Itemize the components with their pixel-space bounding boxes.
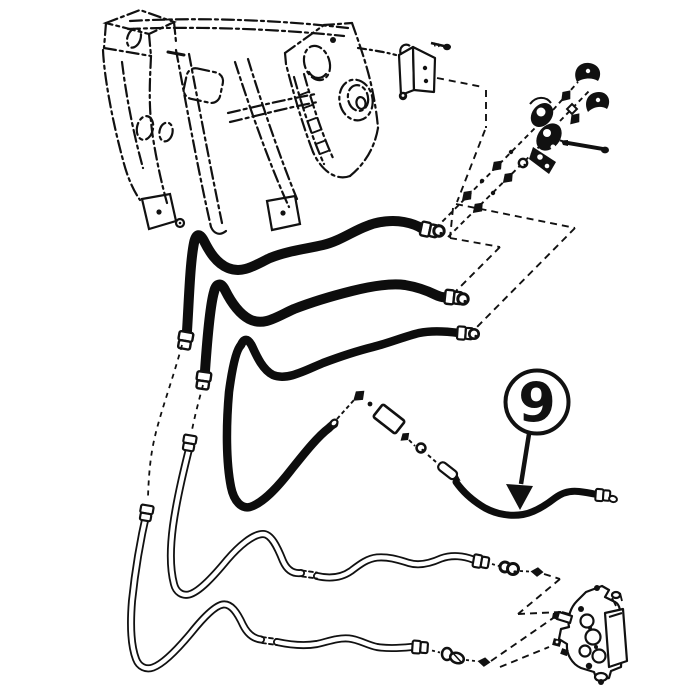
hose-tip-fitting: [329, 418, 339, 428]
hose-lower-right-branch: [236, 327, 464, 381]
steel-tube-lower: [127, 507, 415, 673]
coupler-body: [529, 96, 562, 174]
callout-9: 9: [503, 368, 571, 510]
valve-side-plate: [603, 607, 629, 669]
callout-arrow-line: [518, 433, 532, 485]
control-valve: [552, 584, 629, 685]
tube-lower-fittings: [431, 646, 492, 668]
callout-circle: [503, 368, 571, 436]
frame-center-foot: [265, 194, 302, 232]
callout-label: 9: [518, 371, 556, 434]
bracket-washer: [398, 91, 408, 101]
hydraulic-hoses: [182, 216, 464, 512]
frame-right-tower: [283, 21, 380, 179]
frame-cutout: [182, 67, 225, 105]
callout-arrowhead: [506, 484, 533, 510]
item9-hose: [452, 478, 601, 519]
bracket-screw: [430, 41, 451, 51]
frame-left-tower: [101, 48, 142, 202]
tube-upper-fittings: [491, 560, 544, 578]
hose-end-fitting: [175, 329, 195, 352]
hose-lower-loop: [222, 340, 339, 512]
mounting-bracket: [397, 41, 451, 101]
steel-tube-upper: [166, 437, 477, 599]
hose-leader-lines: [147, 344, 204, 498]
hose-coupler-fitting: [437, 461, 461, 481]
item9-hose-assembly: [336, 386, 618, 519]
hose-top: [182, 216, 427, 336]
loader-frame-outline: [101, 8, 398, 235]
bracket-leader-lines: [436, 77, 487, 203]
coupler-fitting-cluster: [435, 62, 610, 238]
alignment-dashed-lines: [449, 203, 576, 330]
pin-bolt: [561, 140, 609, 154]
valve-stud: [610, 590, 622, 600]
inline-connector: [372, 403, 406, 435]
elbow-fittings: [575, 62, 610, 112]
hose-middle: [200, 279, 452, 376]
